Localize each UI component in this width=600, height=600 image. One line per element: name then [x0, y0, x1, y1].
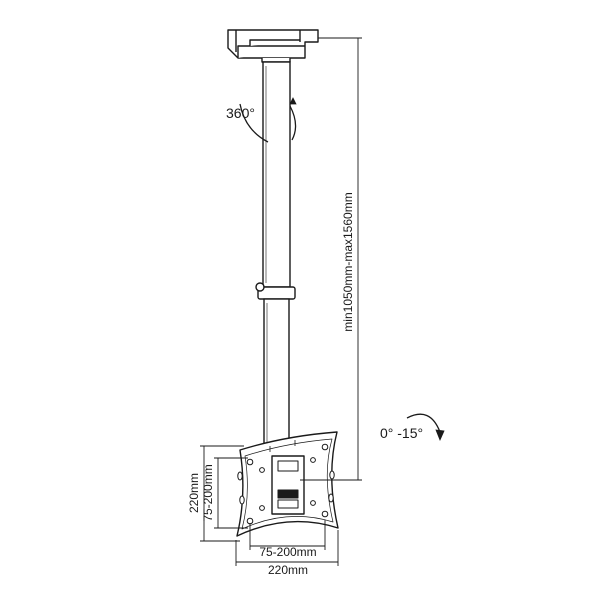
height-adjust-collar [255, 282, 296, 300]
plate-height-dimension [200, 445, 244, 542]
lower-pole [263, 298, 290, 452]
vesa-vertical-dimension [214, 457, 248, 529]
vesa-horizontal-label: 75-200mm [259, 545, 316, 559]
plate-width-label: 220mm [268, 563, 308, 577]
height-dimension [300, 37, 362, 481]
vesa-horizontal-dimension [249, 520, 326, 550]
height-range-label: min1050mm-max1560mm [341, 192, 355, 331]
plate-height-label: 220mm [187, 473, 201, 513]
rotation-label: 360° [226, 105, 255, 121]
tilt-label: 0° -15° [380, 425, 423, 441]
vesa-vertical-label: 75-200mm [201, 464, 215, 521]
vesa-plate [236, 431, 339, 537]
upper-pole [262, 61, 291, 288]
plate-width-dimension [235, 530, 339, 566]
tilt-arrow-icon [406, 413, 445, 442]
ceiling-bracket [227, 29, 319, 63]
rotation-arrow-icon [239, 97, 297, 143]
